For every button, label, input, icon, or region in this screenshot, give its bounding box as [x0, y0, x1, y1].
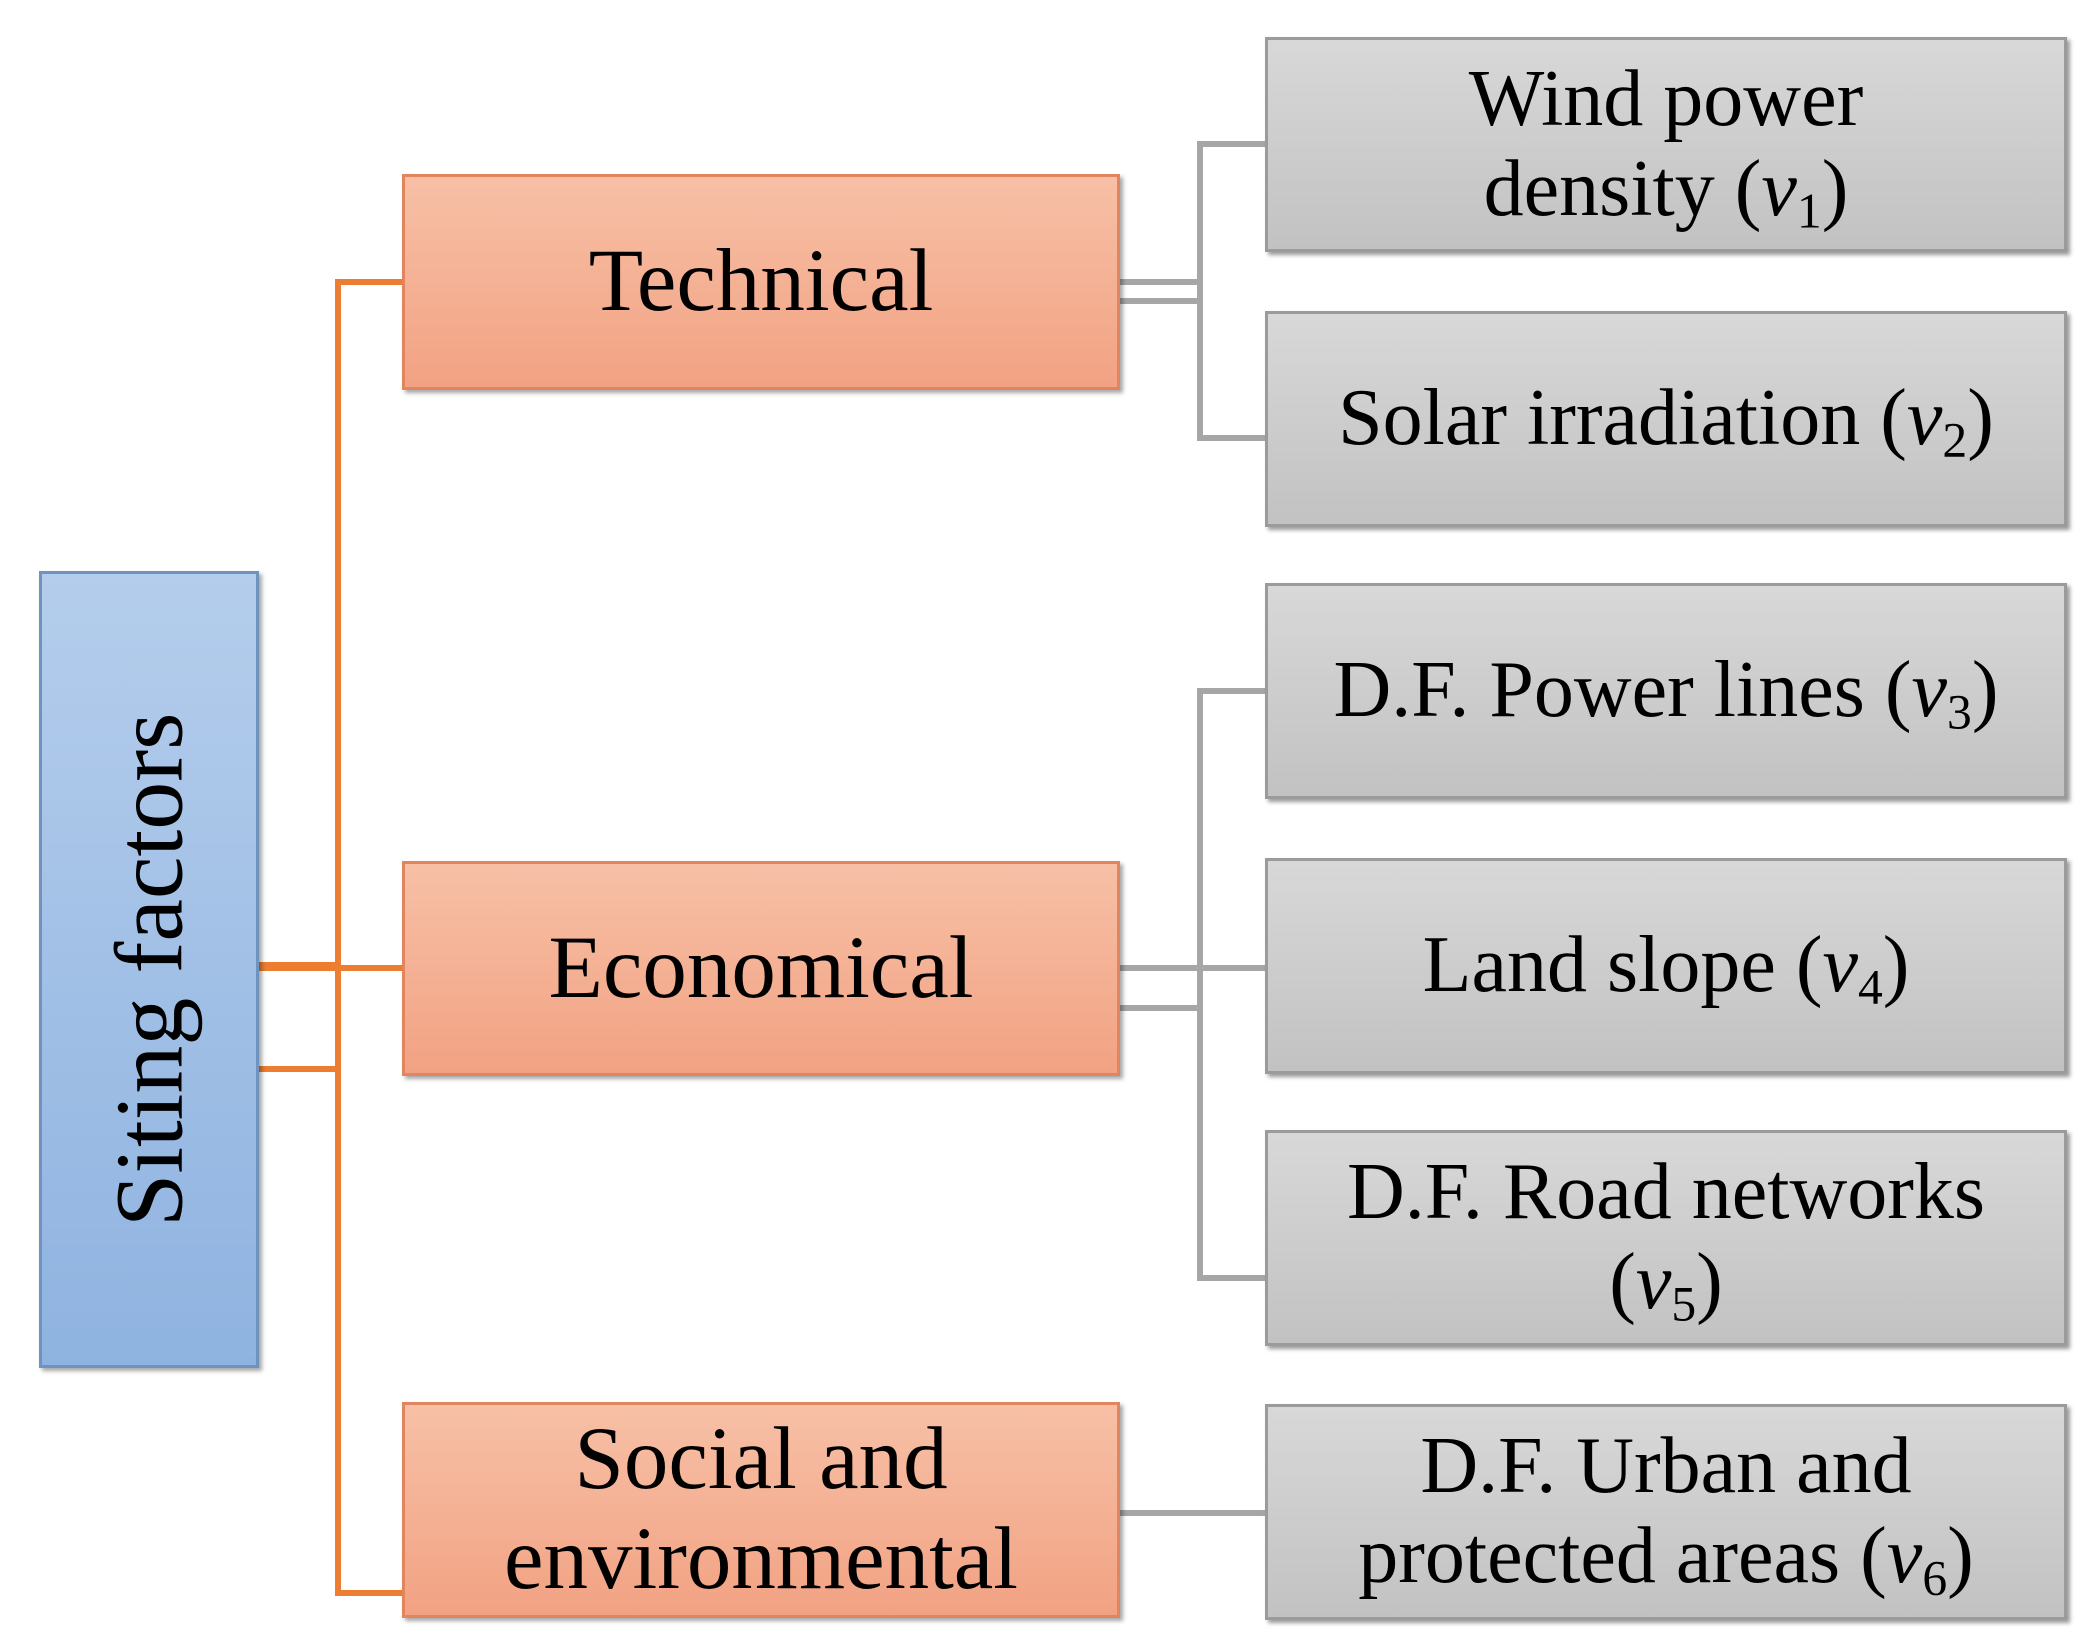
factor-slope-line1: Land slope (v4)	[1422, 921, 1910, 1015]
connector-technical-solar	[1197, 282, 1265, 441]
factor-df-power-lines: D.F. Power lines (v3)	[1265, 583, 2067, 799]
connector-economical-powerlines	[1197, 688, 1265, 1008]
factor-df-road-networks: D.F. Road networks (v5)	[1265, 1130, 2067, 1346]
factor-solar-irradiation: Solar irradiation (v2)	[1265, 311, 2067, 527]
factor-wind-line1: Wind power	[1468, 54, 1864, 143]
connector-economical-road	[1197, 968, 1265, 1281]
category-social-label-line2: environmental	[503, 1510, 1019, 1608]
factor-road-line1: D.F. Road networks	[1346, 1148, 1985, 1237]
root-label: Siting factors	[95, 712, 203, 1227]
factor-wind-power-density: Wind power density (v1)	[1265, 37, 2067, 252]
connector-root-technical	[259, 279, 402, 968]
factor-land-slope: Land slope (v4)	[1265, 858, 2067, 1074]
category-technical: Technical	[402, 174, 1120, 390]
category-technical-label: Technical	[588, 232, 934, 331]
category-social-environmental: Social and environmental	[402, 1402, 1120, 1618]
factor-urban-line2: protected areas (v6)	[1358, 1512, 1974, 1606]
connector-technical-wind	[1197, 141, 1265, 301]
category-economical: Economical	[402, 861, 1120, 1076]
factor-df-urban-protected-areas: D.F. Urban and protected areas (v6)	[1265, 1404, 2067, 1620]
factor-road-line2: (v5)	[1609, 1238, 1723, 1332]
factor-urban-line1: D.F. Urban and	[1420, 1422, 1912, 1511]
category-economical-label: Economical	[548, 918, 974, 1017]
factor-powerlines-line1: D.F. Power lines (v3)	[1333, 646, 1999, 740]
connector-root-social	[259, 1066, 402, 1596]
factor-wind-line2: density (v1)	[1483, 144, 1849, 238]
factor-solar-line1: Solar irradiation (v2)	[1338, 374, 1994, 468]
category-social-label-line1: Social and	[574, 1410, 948, 1509]
root-node-siting-factors: Siting factors	[39, 571, 259, 1368]
